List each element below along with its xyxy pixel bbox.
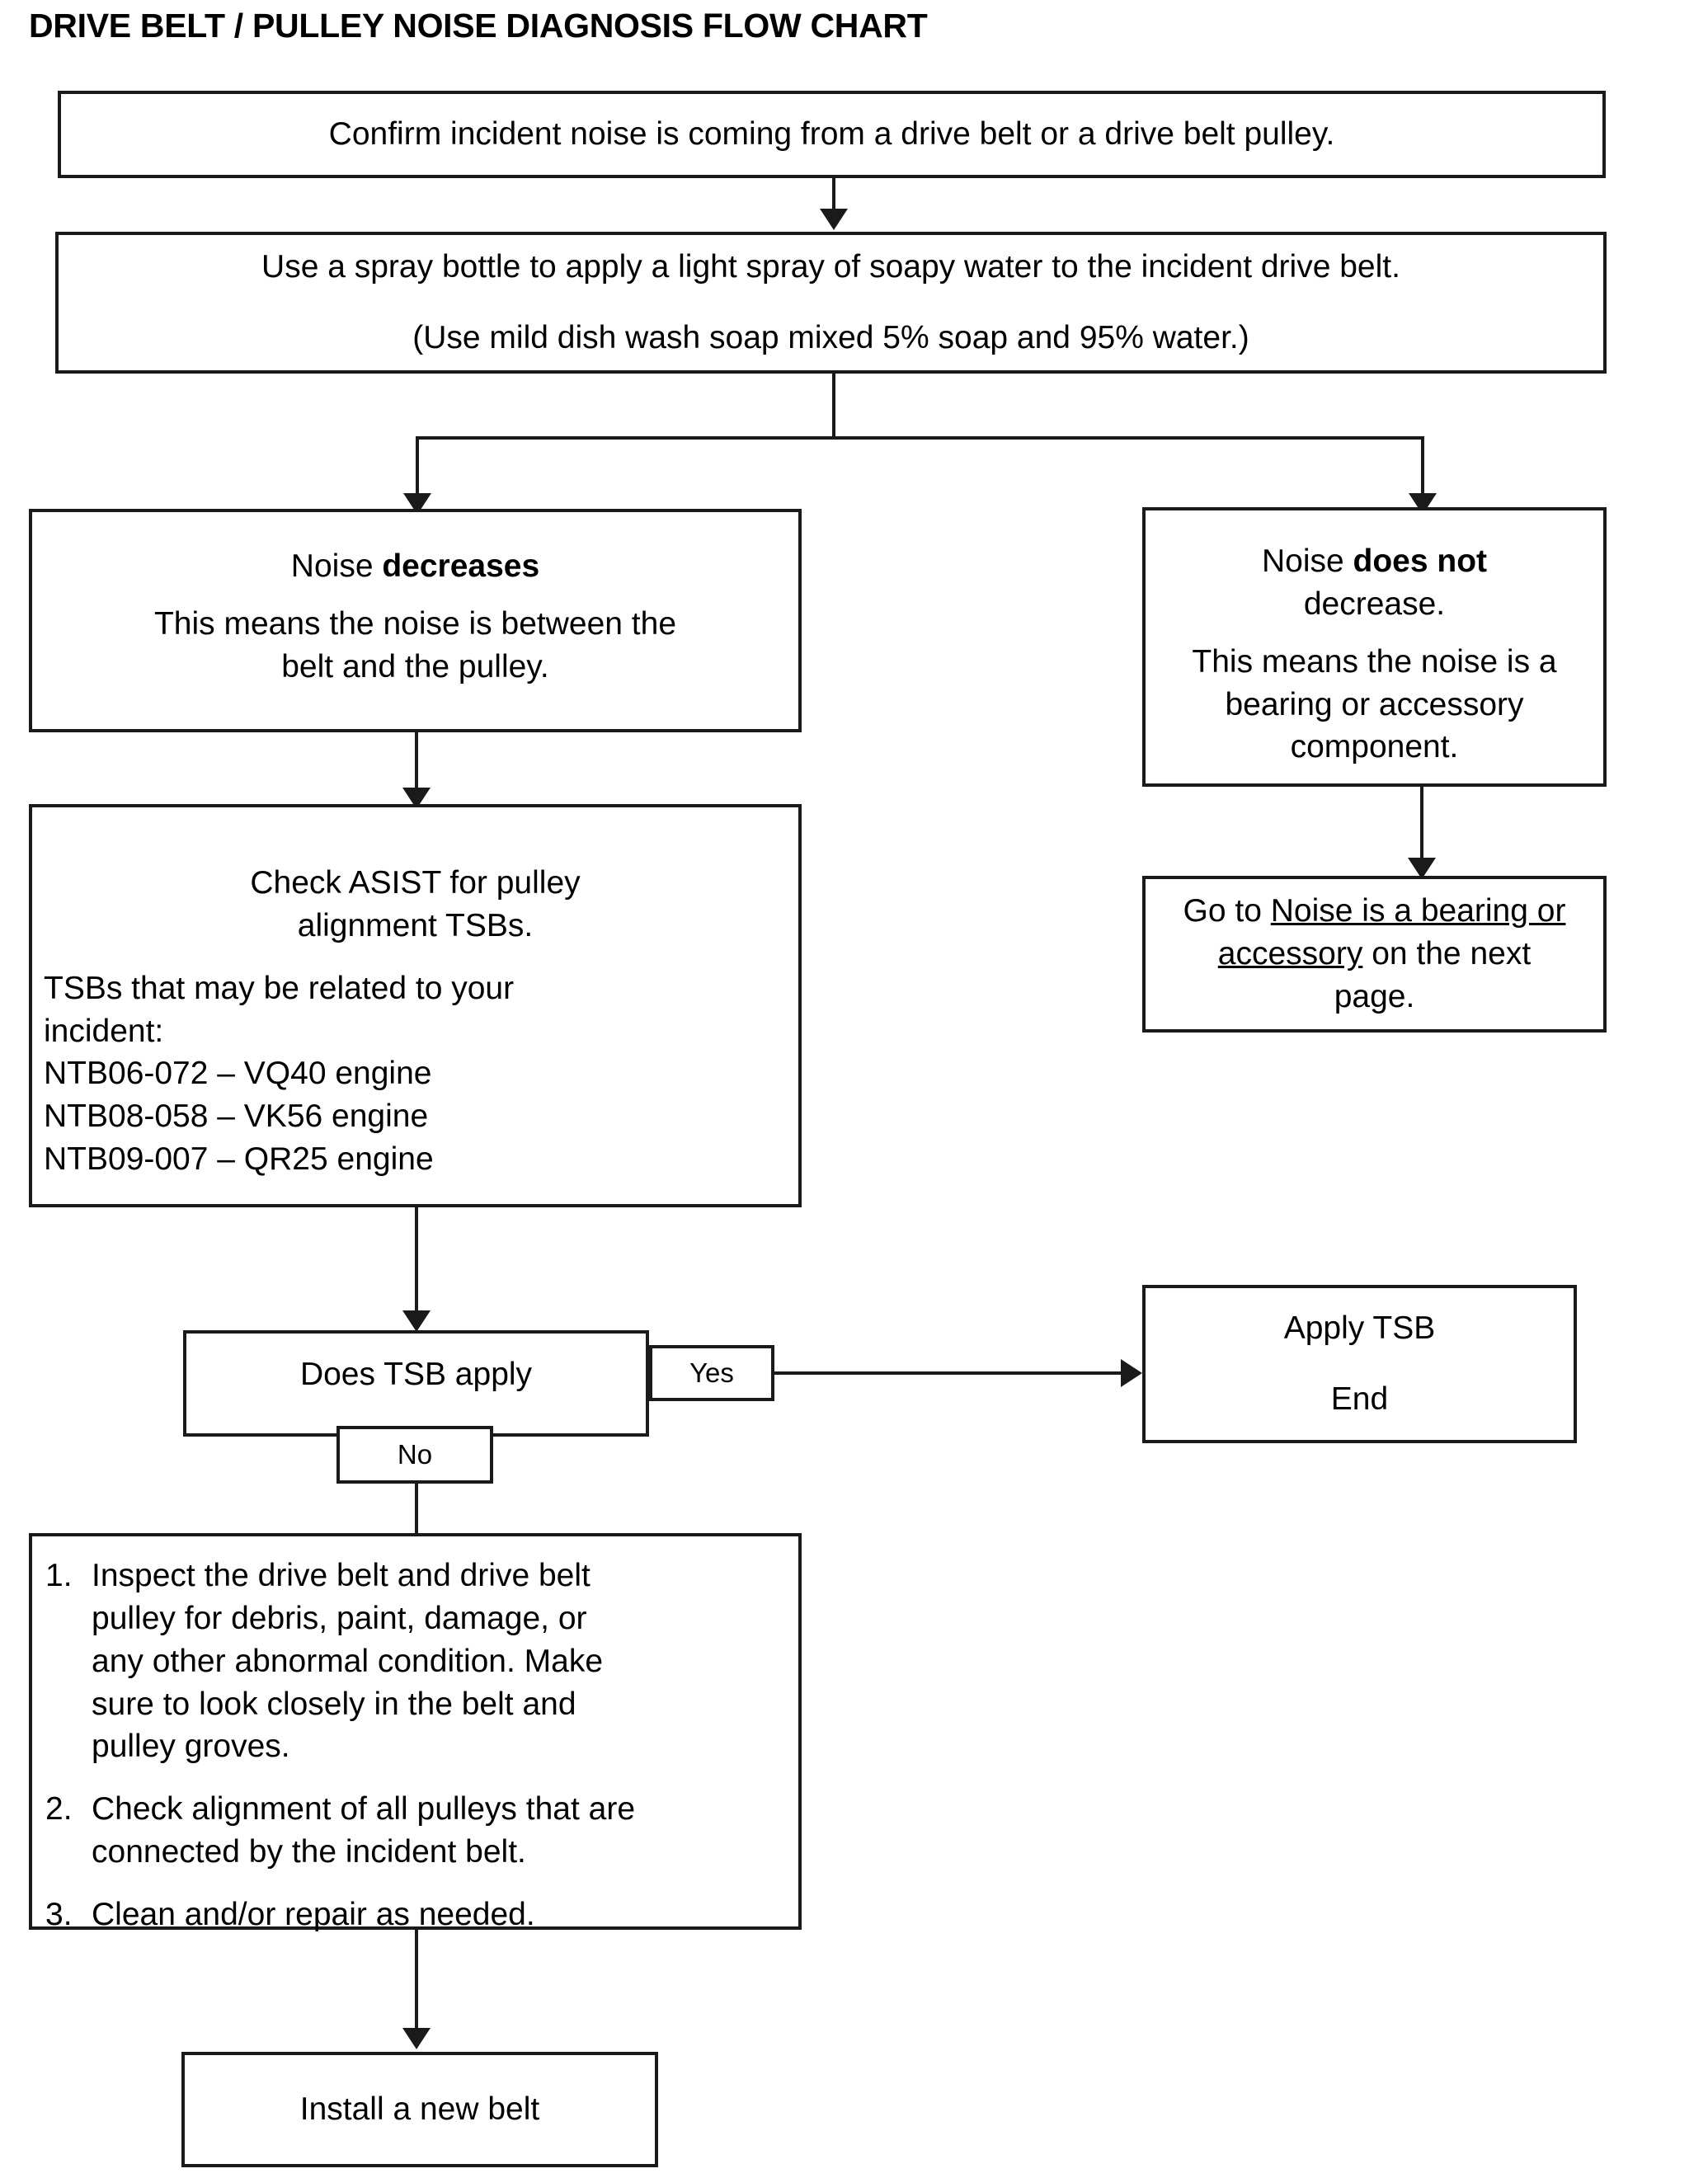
node-asist-heading-line-1: Check ASIST for pulley — [250, 865, 581, 901]
inspect-ordered-list: 1. Inspect the drive belt and drive belt… — [45, 1555, 785, 1936]
node-goto-line-2: accessory on the next — [1218, 933, 1531, 976]
page-title: DRIVE BELT / PULLEY NOISE DIAGNOSIS FLOW… — [29, 7, 928, 45]
node-does-not-decrease-body-line-1: This means the noise is a — [1192, 643, 1557, 680]
heading-prefix: Noise — [1261, 543, 1353, 579]
node-install-new-belt: Install a new belt — [181, 2052, 658, 2167]
heading-prefix: Noise — [290, 548, 383, 584]
connector-decreases-to-asist — [415, 732, 418, 790]
connector-no-to-inspect — [415, 1484, 418, 1543]
arrowhead-confirm-to-spray — [820, 209, 848, 230]
list-item-line: Check alignment of all pulleys that are — [92, 1791, 636, 1828]
node-goto-line-1: Go to Noise is a bearing or — [1183, 890, 1566, 933]
node-does-not-decrease-heading: Noise does not — [1262, 540, 1487, 583]
connector-split-bar — [416, 436, 1424, 440]
node-apply-tsb-line-2: End — [1330, 1381, 1389, 1417]
edge-label-yes: Yes — [649, 1345, 774, 1401]
heading-emphasis: decreases — [382, 548, 540, 584]
node-apply-tsb-end: Apply TSB End — [1142, 1285, 1577, 1443]
node-install-belt-label: Install a new belt — [299, 2091, 540, 2128]
list-item: 2. Check alignment of all pulleys that a… — [45, 1788, 785, 1874]
connector-notdecrease-to-goto — [1420, 787, 1423, 861]
node-noise-decreases-heading: Noise decreases — [291, 545, 539, 588]
list-item-number: 3. — [45, 1897, 73, 1933]
arrowhead-yes-to-apply-tsb — [1121, 1359, 1142, 1387]
list-item: 3. Clean and/or repair as needed. — [45, 1893, 785, 1936]
list-item-line: connected by the incident belt. — [92, 1834, 526, 1870]
node-goto-bearing-or-accessory: Go to Noise is a bearing or accessory on… — [1142, 876, 1607, 1033]
node-confirm-line-1: Confirm incident noise is coming from a … — [328, 116, 1335, 153]
node-spray-line-1: Use a spray bottle to apply a light spra… — [261, 249, 1400, 285]
node-asist-heading-line-2: alignment TSBs. — [297, 907, 534, 943]
goto-link-part-1: Noise is a bearing or — [1270, 893, 1566, 929]
node-apply-soapy-water: Use a spray bottle to apply a light spra… — [55, 232, 1607, 374]
connector-confirm-to-spray — [832, 178, 835, 213]
tsb-reference-3: NTB09-007 – QR25 engine — [44, 1141, 434, 1178]
node-asist-body-line-2: incident: — [44, 1013, 164, 1049]
node-goto-line-3: page. — [1334, 978, 1415, 1014]
edge-label-no: No — [336, 1426, 493, 1484]
arrowhead-inspect-to-install — [402, 2028, 431, 2049]
node-noise-decreases: Noise decreases This means the noise is … — [29, 509, 802, 732]
heading-emphasis: does not — [1353, 543, 1488, 579]
node-does-not-decrease-body-line-3: component. — [1290, 729, 1459, 765]
connector-split-right-drop — [1421, 436, 1424, 498]
connector-inspect-to-install — [415, 1930, 418, 2030]
list-item-text: Inspect the drive belt and drive belt pu… — [92, 1555, 785, 1768]
edge-label-yes-text: Yes — [689, 1357, 734, 1388]
list-item-line: pulley groves. — [92, 1729, 290, 1765]
connector-yes-to-apply-tsb — [774, 1371, 1129, 1375]
tsb-reference-2: NTB08-058 – VK56 engine — [44, 1098, 429, 1135]
node-inspect-steps: 1. Inspect the drive belt and drive belt… — [29, 1533, 802, 1932]
node-apply-tsb-line-1: Apply TSB — [1283, 1310, 1436, 1347]
arrowhead-notdecrease-to-goto — [1408, 858, 1436, 879]
list-item-line: sure to look closely in the belt and — [92, 1686, 576, 1722]
list-item-text: Clean and/or repair as needed. — [92, 1893, 785, 1936]
node-noise-decreases-body-line-1: This means the noise is between the — [153, 605, 677, 642]
node-spray-line-2: (Use mild dish wash soap mixed 5% soap a… — [412, 320, 1249, 355]
goto-suffix: on the next — [1362, 936, 1532, 972]
arrowhead-asist-to-decision — [402, 1310, 431, 1332]
node-asist-body-line-1: TSBs that may be related to your — [44, 970, 515, 1006]
list-item-number: 2. — [45, 1791, 73, 1828]
list-item-number: 1. — [45, 1558, 73, 1593]
node-check-asist-tsbs: Check ASIST for pulley alignment TSBs. T… — [29, 804, 802, 1207]
list-item-line: Inspect the drive belt and drive belt — [92, 1558, 591, 1593]
connector-split-left-drop — [416, 436, 419, 498]
list-item-line: pulley for debris, paint, damage, or — [92, 1600, 587, 1636]
list-item-line: Clean and/or repair as needed. — [92, 1897, 535, 1933]
node-confirm-noise-source: Confirm incident noise is coming from a … — [58, 91, 1606, 178]
edge-label-no-text: No — [397, 1439, 433, 1470]
node-does-tsb-apply: Does TSB apply — [183, 1330, 649, 1437]
goto-prefix: Go to — [1183, 893, 1271, 929]
node-noise-decreases-body-line-2: belt and the pulley. — [281, 648, 549, 684]
node-does-not-decrease-heading-suffix: decrease. — [1303, 586, 1446, 622]
list-item-text: Check alignment of all pulleys that are … — [92, 1788, 785, 1874]
goto-link-part-2: accessory — [1217, 936, 1363, 972]
list-item-line: any other abnormal condition. Make — [92, 1643, 604, 1679]
node-decision-label: Does TSB apply — [299, 1357, 533, 1392]
node-noise-does-not-decrease: Noise does not decrease. This means the … — [1142, 507, 1607, 787]
list-item: 1. Inspect the drive belt and drive belt… — [45, 1555, 785, 1768]
node-does-not-decrease-body-line-2: bearing or accessory — [1225, 686, 1524, 722]
tsb-reference-1: NTB06-072 – VQ40 engine — [44, 1056, 432, 1092]
connector-asist-to-decision — [415, 1207, 418, 1313]
connector-spray-stem — [832, 374, 835, 438]
